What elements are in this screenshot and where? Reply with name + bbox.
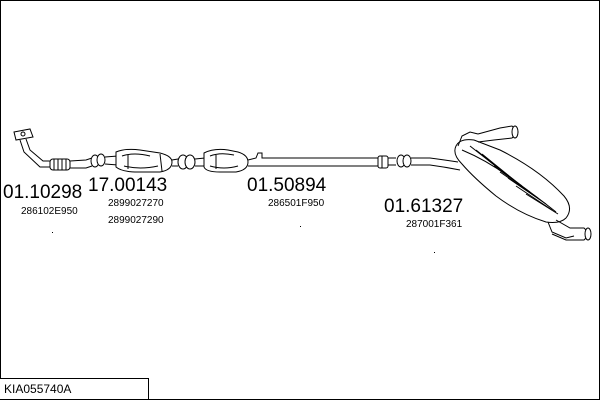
part-3-marker-dot <box>300 226 301 227</box>
part-4-oem-code-1: 287001F361 <box>406 219 463 230</box>
article-code-box: KIA055740A <box>0 378 149 400</box>
part-1-oem-code-1: 286102E950 <box>21 206 78 217</box>
part-number-3: 01.50894 <box>247 175 327 196</box>
part-4-marker-dot <box>434 252 435 253</box>
part-2-oem-code-2: 2899027290 <box>108 215 164 226</box>
part-3-oem-code-1: 286501F950 <box>268 198 325 209</box>
catalytic-converter-1-part[interactable] <box>104 148 196 173</box>
part-number-1: 01.10298 <box>3 182 83 203</box>
part-number-4: 01.61327 <box>384 196 464 217</box>
middle-pipe-part[interactable] <box>247 152 412 169</box>
catalytic-converter-2-part[interactable] <box>194 148 249 173</box>
part-1-marker-dot <box>52 232 53 233</box>
rear-muffler-part[interactable] <box>411 125 592 241</box>
front-pipe-part[interactable] <box>13 128 106 171</box>
part-2-oem-code-1: 2899027270 <box>108 198 164 209</box>
part-number-2: 17.00143 <box>88 175 168 196</box>
article-code: KIA055740A <box>4 382 72 396</box>
